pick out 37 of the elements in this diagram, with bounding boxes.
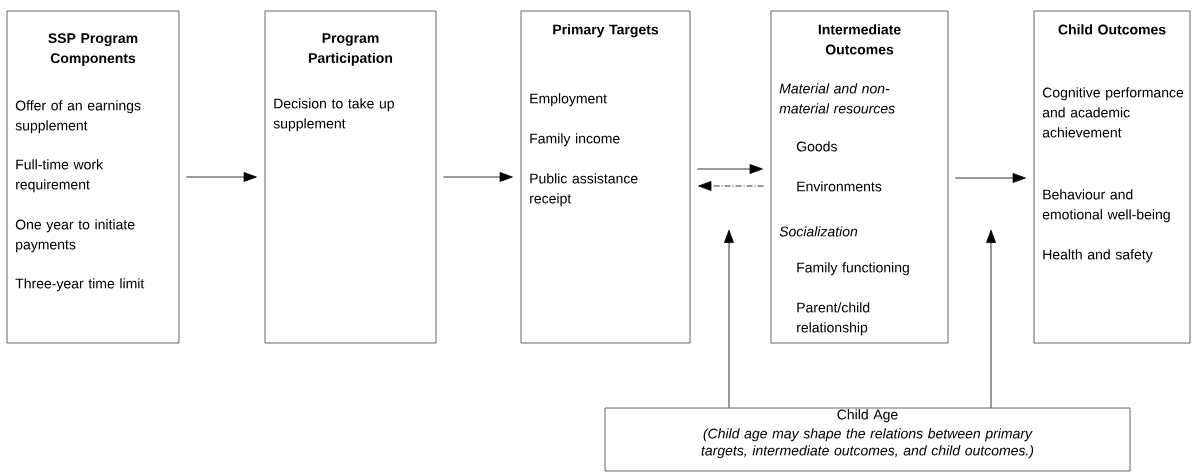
- note-text: (Child age may shape the relations between primary targets, intermediate outcomes, and child outcomes.): [701, 428, 1034, 459]
- box-heading: Child Outcomes: [1058, 24, 1166, 35]
- arrow: [697, 164, 763, 174]
- list-item: Employment: [530, 93, 607, 107]
- list-item: One year to initiate payments: [15, 219, 135, 253]
- box: [264, 10, 437, 344]
- arrow: [955, 173, 1026, 183]
- subheading: Material and non-material resources: [779, 83, 895, 114]
- arrow: [986, 229, 996, 408]
- list-item: Offer of an earnings supplement: [15, 100, 141, 134]
- box-heading: Intermediate Outcomes: [818, 24, 901, 55]
- list-item: Three-year time limit: [15, 278, 145, 292]
- box: [6, 10, 180, 344]
- arrow: [186, 172, 257, 182]
- subheading: Socialization: [779, 226, 858, 237]
- list-item: Full-time work requirement: [16, 159, 104, 193]
- list-item: Environments: [797, 181, 882, 192]
- box-heading: SSP Program Components: [48, 33, 138, 66]
- arrow: [443, 172, 513, 182]
- box-heading: Primary Targets: [553, 24, 659, 38]
- box-heading: Program Participation: [309, 33, 393, 66]
- box: [1033, 10, 1191, 344]
- list-item: Public assistance receipt: [530, 173, 638, 207]
- list-item: Cognitive performance and academic achievement: [1042, 87, 1184, 138]
- box: [770, 10, 949, 344]
- list-item: Family functioning: [797, 262, 909, 276]
- arrow: [698, 181, 764, 191]
- list-item: Family income: [530, 133, 620, 147]
- box: [520, 10, 691, 344]
- box-heading: Child Age: [837, 409, 898, 423]
- list-item: Parent/child relationship: [797, 302, 870, 336]
- list-item: Decision to take up supplement: [273, 98, 394, 132]
- box: [604, 407, 1131, 472]
- list-item: Goods: [796, 141, 837, 152]
- list-item: Behaviour and emotional well-being: [1042, 189, 1170, 223]
- arrow: [724, 229, 734, 408]
- list-item: Health and safety: [1043, 249, 1153, 263]
